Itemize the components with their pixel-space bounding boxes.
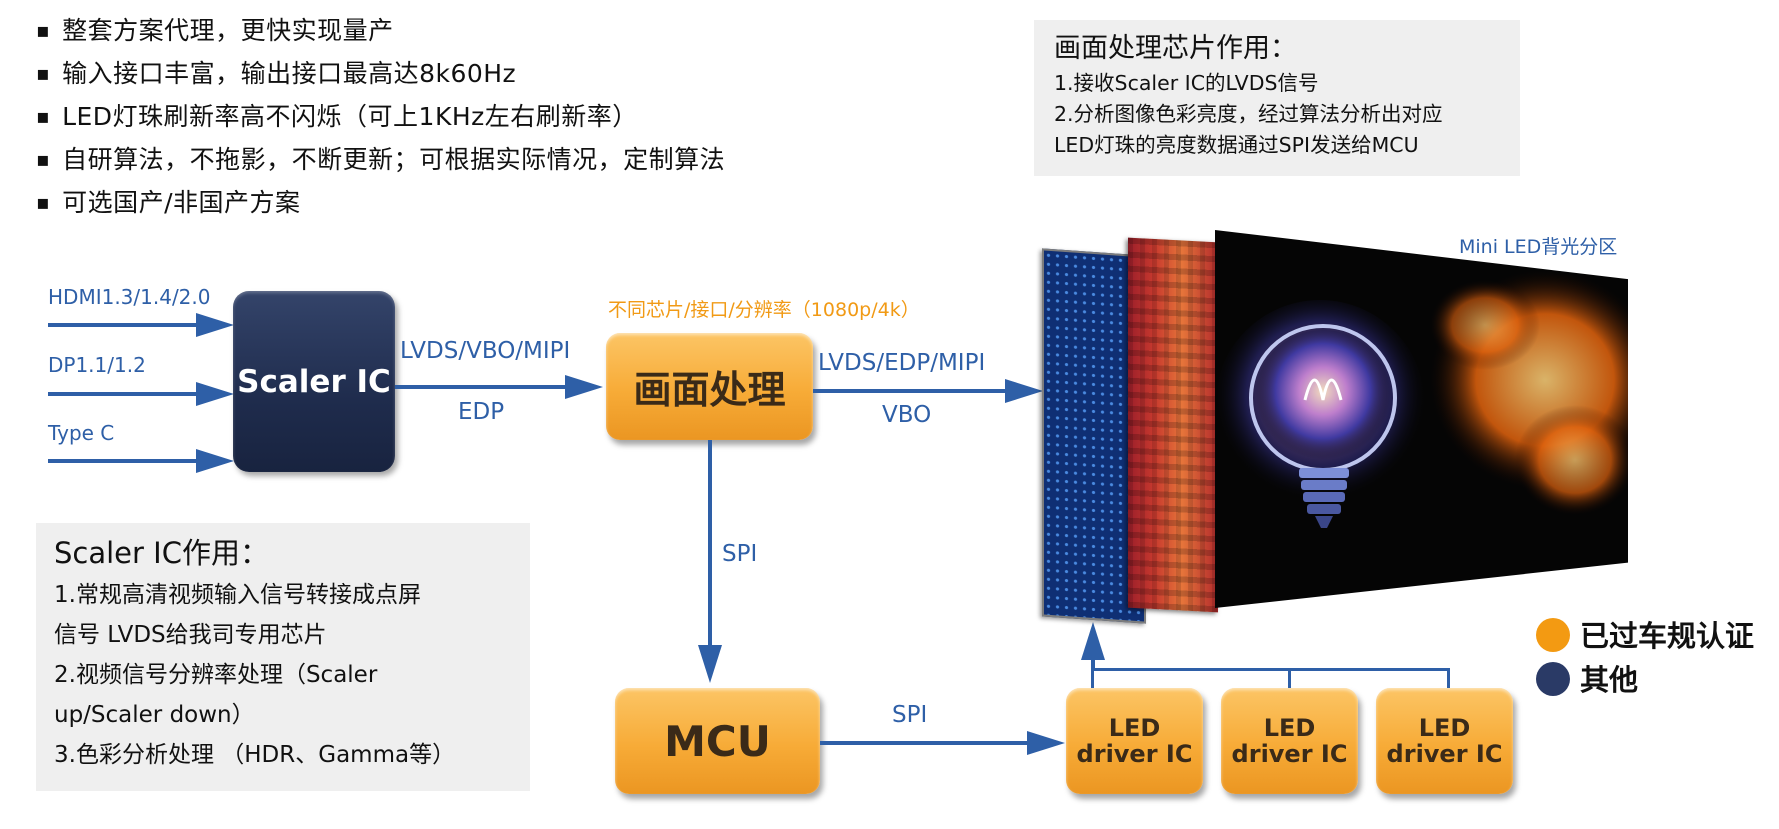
led-driver-label-line1: LED: [1263, 714, 1316, 742]
led-driver-label-line2: driver IC: [1386, 740, 1503, 768]
input-arrow-shaft: [48, 323, 204, 327]
scaler-info-line: up/Scaler down）: [54, 702, 255, 728]
driver-to-display-arrow-shaft: [1091, 658, 1095, 670]
scaler-info-line: 1.常规高清视频输入信号转接成点屏: [54, 582, 421, 608]
led-driver-label-line1: LED: [1418, 714, 1471, 742]
driver-bus-horizontal: [1091, 668, 1450, 671]
feature-item: 自研算法，不拖影，不断更新；可根据实际情况，定制算法: [36, 139, 725, 182]
processing-to-mcu-arrow-shaft: [708, 440, 712, 650]
processing-variant-note: 不同芯片/接口/分辨率（1080p/4k）: [608, 299, 920, 321]
driver-bus-drop: [1288, 668, 1291, 688]
legend-label-certified: 已过车规认证: [1580, 619, 1755, 653]
processing-to-mcu-arrowhead: [698, 645, 722, 683]
legend-swatch-certified: [1536, 618, 1570, 652]
processing-chip-info-line: LED灯珠的亮度数据通过SPI发送给MCU: [1054, 133, 1419, 157]
feature-list: 整套方案代理，更快实现量产 输入接口丰富，输出接口最高达8k60Hz LED灯珠…: [36, 10, 725, 225]
led-driver-label-line2: driver IC: [1231, 740, 1348, 768]
input-label-dp: DP1.1/1.2: [48, 353, 146, 377]
feature-item: 输入接口丰富，输出接口最高达8k60Hz: [36, 53, 725, 96]
scaler-ic-block: Scaler IC: [233, 291, 395, 472]
driver-bus-drop: [1447, 668, 1450, 688]
link-label-vbo: VBO: [882, 402, 932, 428]
scaler-to-processing-arrow-shaft: [395, 385, 567, 389]
mcu-to-driver-arrow-shaft: [820, 741, 1040, 745]
link-label-edp: EDP: [458, 399, 505, 425]
mini-led-zone-label: Mini LED背光分区: [1459, 236, 1618, 258]
led-driver-label-line2: driver IC: [1076, 740, 1193, 768]
driver-bus-drop: [1091, 668, 1094, 688]
scaler-info-line: 3.色彩分析处理 （HDR、Gamma等）: [54, 742, 456, 768]
local-dimming-zone-layer: [1128, 237, 1218, 613]
feature-item: LED灯珠刷新率高不闪烁（可上1KHz左右刷新率）: [36, 96, 725, 139]
scaler-info-line: 2.视频信号分辨率处理（Scaler: [54, 662, 378, 688]
led-driver-label-line1: LED: [1108, 714, 1161, 742]
link-label-lvds-vbo-mipi: LVDS/VBO/MIPI: [400, 338, 571, 364]
legend-label-other: 其他: [1580, 663, 1639, 697]
link-label-spi: SPI: [722, 541, 758, 567]
link-label-lvds-edp-mipi: LVDS/EDP/MIPI: [818, 350, 986, 376]
scaler-to-processing-arrowhead: [565, 375, 603, 399]
mcu-block: MCU: [615, 688, 820, 794]
driver-to-display-arrowhead: [1081, 622, 1105, 660]
input-label-hdmi: HDMI1.3/1.4/2.0: [48, 285, 211, 309]
input-label-typec: Type C: [48, 421, 115, 445]
input-arrowhead: [196, 449, 234, 473]
input-arrow-shaft: [48, 392, 204, 396]
scaler-info-box: Scaler IC作用： 1.常规高清视频输入信号转接成点屏 信号 LVDS给我…: [36, 523, 530, 791]
processing-chip-info-line: 1.接收Scaler IC的LVDS信号: [1054, 71, 1319, 95]
input-arrow-shaft: [48, 459, 204, 463]
input-arrowhead: [196, 313, 234, 337]
scaler-info-line: 信号 LVDS给我司专用芯片: [54, 622, 327, 648]
image-processing-block: 画面处理: [606, 333, 813, 440]
lightbulb-illustration: [1215, 270, 1628, 528]
processing-chip-info-title: 画面处理芯片作用：: [1054, 33, 1297, 64]
processing-to-display-arrowhead: [1005, 379, 1043, 403]
legend-swatch-other: [1536, 662, 1570, 696]
lightbulb-image-screen: [1215, 230, 1628, 608]
mcu-to-driver-arrowhead: [1027, 731, 1065, 755]
processing-chip-info-line: 2.分析图像色彩亮度，经过算法分析出对应: [1054, 102, 1443, 126]
feature-item: 可选国产/非国产方案: [36, 182, 725, 225]
processing-chip-info-box: 画面处理芯片作用： 1.接收Scaler IC的LVDS信号 2.分析图像色彩亮…: [1034, 20, 1520, 176]
feature-item: 整套方案代理，更快实现量产: [36, 10, 725, 53]
scaler-info-title: Scaler IC作用：: [54, 536, 269, 570]
link-label-spi: SPI: [892, 702, 928, 728]
processing-to-display-arrow-shaft: [813, 389, 1015, 393]
input-arrowhead: [196, 382, 234, 406]
